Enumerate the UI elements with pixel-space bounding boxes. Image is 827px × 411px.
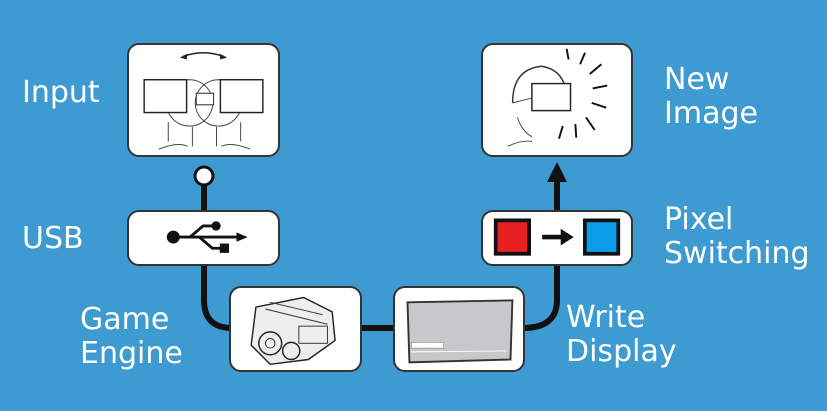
game-engine-label: Game Engine: [80, 303, 183, 371]
write-display-line2: Display: [566, 334, 677, 369]
input-label: Input: [22, 75, 100, 110]
game-engine-line2: Engine: [80, 336, 183, 371]
write-display-label: Write Display: [566, 301, 677, 369]
arrow-up-icon: [547, 162, 567, 182]
pixel-switching-box: [481, 210, 633, 266]
new-image-line2: Image: [664, 96, 758, 131]
display-screen-icon: [406, 299, 514, 364]
new-image-line1: New: [664, 62, 730, 97]
pixel-switch-icon: [493, 218, 621, 256]
engine-icon: [250, 296, 336, 366]
input-connector-node: [193, 165, 215, 187]
headset-display-icon: [507, 48, 608, 147]
write-display-line1: Write: [566, 300, 646, 335]
pixel-switching-line2: Switching: [664, 236, 810, 271]
pixel-switching-line1: Pixel: [664, 202, 734, 237]
usb-box: [127, 210, 280, 266]
write-display-box: [393, 286, 525, 372]
pixel-switching-label: Pixel Switching: [664, 203, 810, 271]
game-engine-box: [229, 286, 362, 372]
new-image-label: New Image: [664, 63, 758, 131]
input-headset-box: [127, 43, 280, 157]
game-engine-line1: Game: [80, 302, 170, 337]
new-image-box: [481, 43, 633, 157]
head-rotation-icon: [143, 51, 264, 150]
usb-icon: [166, 221, 248, 253]
usb-label: USB: [22, 221, 84, 256]
